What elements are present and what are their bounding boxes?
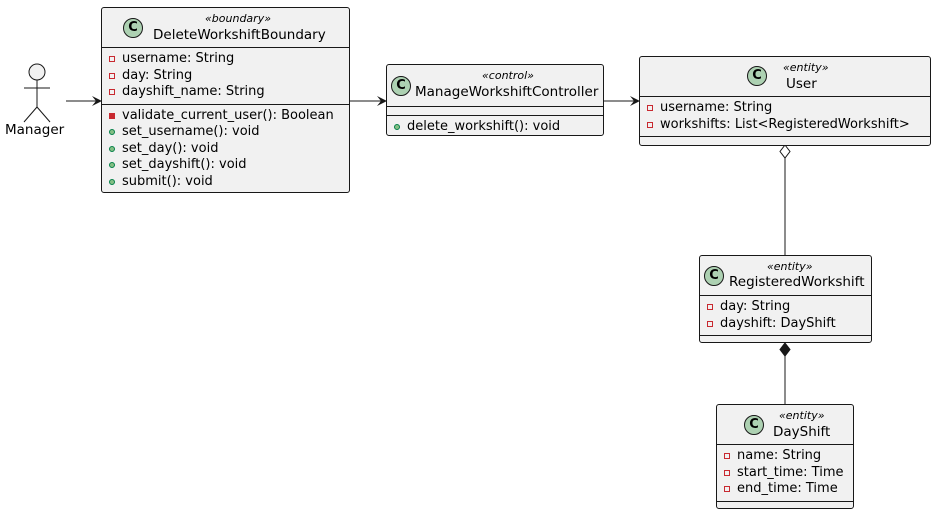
class-method: submit(): void [109, 174, 349, 191]
class-name: User [786, 76, 817, 92]
member-text: set_dayshift(): void [122, 157, 247, 172]
private-visibility-icon [707, 304, 713, 311]
class-name: ManageWorkshiftController [415, 84, 599, 100]
member-text: username: String [660, 100, 773, 115]
class-attribute: end_time: Time [724, 481, 853, 498]
class-methods-compartment: delete_workshift(): void [387, 115, 603, 139]
class-name: DeleteWorkshiftBoundary [153, 27, 326, 43]
class-method: set_dayshift(): void [109, 157, 349, 174]
private-visibility-icon [647, 121, 653, 128]
class-stereotype: «control» [482, 69, 534, 82]
member-text: dayshift: DayShift [720, 315, 836, 331]
private-visibility-icon [724, 486, 730, 493]
public-visibility-icon [109, 129, 115, 136]
class-attribute: dayshift_name: String [109, 84, 349, 101]
class-attribute: dayshift: DayShift [707, 316, 871, 333]
member-text: set_day(): void [122, 140, 219, 156]
class-type-icon: C [391, 76, 411, 96]
public-visibility-icon [109, 178, 115, 185]
member-text: dayshift_name: String [122, 84, 265, 99]
class-name: DayShift [773, 424, 831, 440]
class-stereotype: «entity» [767, 260, 813, 273]
member-text: workshifts: List<RegisteredWorkshift> [660, 116, 910, 132]
class-type-icon: C [744, 415, 764, 435]
class-registered-workshift[interactable]: C «entity» RegisteredWorkshift day: Stri… [699, 255, 872, 343]
edge-registered-dayshift-composition [779, 342, 791, 404]
private-visibility-icon [109, 56, 115, 63]
private-visibility-icon [724, 469, 730, 476]
edge-user-registered-aggregation [779, 144, 791, 255]
member-text: day: String [122, 67, 193, 83]
class-stereotype: «boundary» [205, 12, 271, 25]
class-name: RegisteredWorkshift [729, 274, 865, 290]
member-text: username: String [122, 51, 235, 66]
class-methods-compartment [717, 500, 853, 509]
private-visibility-icon [724, 453, 730, 460]
class-type-icon: C [747, 66, 767, 86]
class-attribute: username: String [109, 51, 349, 68]
member-text: submit(): void [122, 173, 213, 189]
private-visibility-icon [109, 112, 115, 119]
class-methods-compartment [700, 335, 871, 343]
class-delete-workshift-boundary[interactable]: C «boundary» DeleteWorkshiftBoundary use… [101, 7, 350, 193]
member-text: delete_workshift(): void [407, 119, 561, 134]
class-attribute: name: String [724, 448, 853, 465]
private-visibility-icon [109, 89, 115, 96]
actor-figure [23, 63, 51, 123]
member-text: name: String [737, 448, 822, 463]
class-attributes-compartment [387, 107, 603, 115]
member-text: set_username(): void [122, 124, 260, 139]
public-visibility-icon [109, 145, 115, 152]
class-method: delete_workshift(): void [394, 119, 603, 136]
member-text: validate_current_user(): Boolean [122, 107, 334, 123]
class-method: set_day(): void [109, 141, 349, 158]
class-method: validate_current_user(): Boolean [109, 108, 349, 125]
member-text: end_time: Time [737, 481, 838, 496]
class-attribute: username: String [647, 100, 930, 117]
class-methods-compartment [640, 136, 930, 144]
class-attribute: day: String [707, 299, 871, 316]
class-stereotype: «entity» [783, 61, 829, 74]
class-stereotype: «entity» [779, 409, 825, 422]
class-attribute: day: String [109, 68, 349, 85]
member-text: start_time: Time [737, 464, 844, 480]
class-type-icon: C [123, 18, 143, 38]
class-type-icon: C [704, 266, 724, 286]
class-method: set_username(): void [109, 124, 349, 141]
class-attribute: workshifts: List<RegisteredWorkshift> [647, 117, 930, 134]
private-visibility-icon [707, 320, 713, 327]
public-visibility-icon [109, 162, 115, 169]
actor-label-manager: Manager [5, 122, 65, 138]
private-visibility-icon [109, 72, 115, 79]
class-manage-workshift-controller[interactable]: C «control» ManageWorkshiftController de… [386, 64, 604, 136]
private-visibility-icon [647, 105, 653, 112]
class-attribute: start_time: Time [724, 465, 853, 482]
public-visibility-icon [394, 124, 400, 131]
member-text: day: String [720, 299, 791, 314]
